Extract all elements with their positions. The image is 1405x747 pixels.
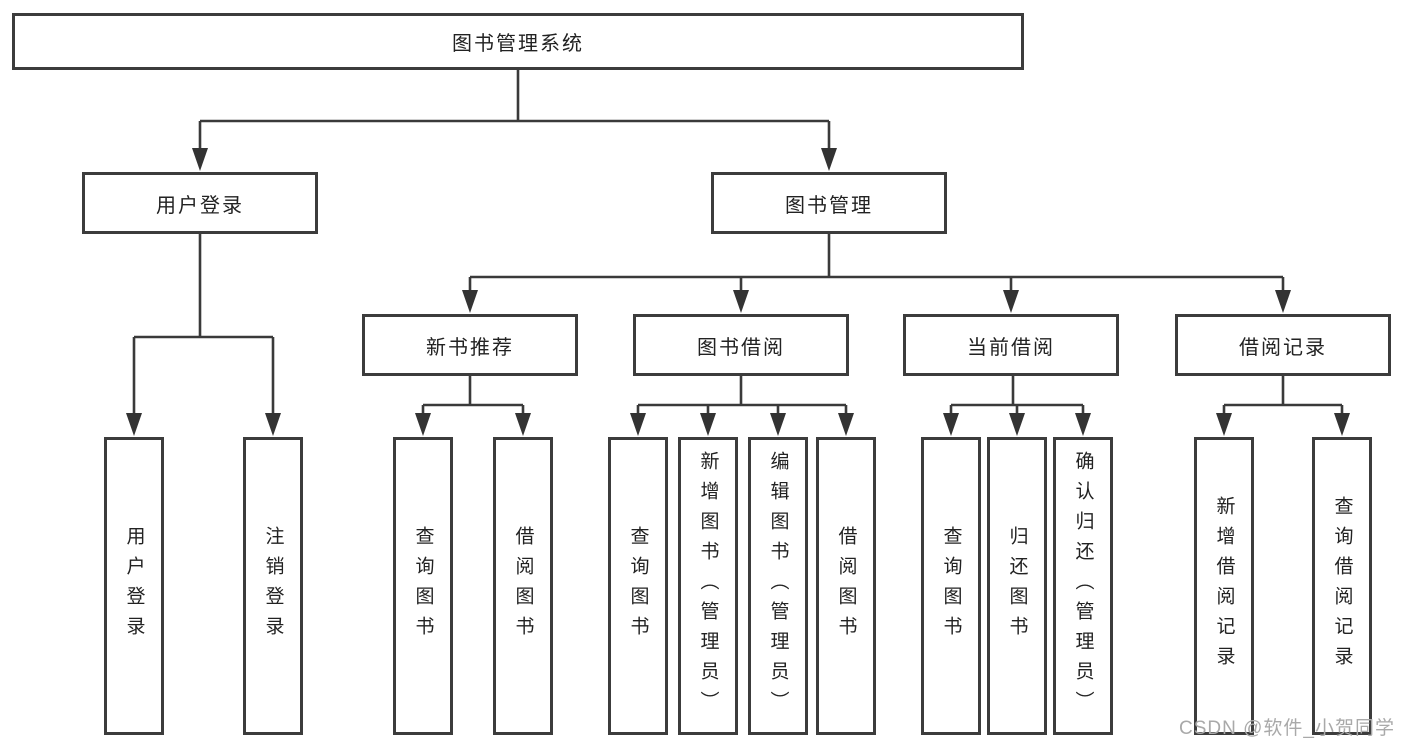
connector-book-management-children bbox=[462, 234, 1291, 313]
node-recommend-query-books: 查询图书 bbox=[393, 437, 453, 735]
node-label: 借阅记录 bbox=[1239, 336, 1327, 359]
node-label: 图书借阅 bbox=[697, 336, 785, 359]
node-borrowing-borrow-books: 借阅图书 bbox=[816, 437, 876, 735]
node-new-book-recommend: 新书推荐 bbox=[362, 314, 578, 376]
node-user-login: 用户登录 bbox=[82, 172, 318, 234]
connector-new-book-recommend-children bbox=[415, 376, 531, 436]
node-recommend-borrow-books: 借阅图书 bbox=[493, 437, 553, 735]
node-label: 查询图书 bbox=[412, 526, 434, 646]
node-current-borrowing: 当前借阅 bbox=[903, 314, 1119, 376]
node-label: 借阅图书 bbox=[835, 526, 857, 646]
node-label: 图书管理 bbox=[785, 194, 873, 217]
node-label: 归还图书 bbox=[1006, 526, 1028, 646]
node-borrowing-edit-books-admin: 编辑图书（管理员） bbox=[748, 437, 808, 735]
node-book-management: 图书管理 bbox=[711, 172, 947, 234]
node-records-add-record: 新增借阅记录 bbox=[1194, 437, 1254, 735]
node-label: 图书管理系统 bbox=[452, 33, 584, 55]
node-label: 用户登录 bbox=[123, 526, 145, 646]
node-records-query-record: 查询借阅记录 bbox=[1312, 437, 1372, 735]
node-label: 用户登录 bbox=[156, 194, 244, 217]
node-label: 当前借阅 bbox=[967, 336, 1055, 359]
node-label: 新书推荐 bbox=[426, 336, 514, 359]
node-label: 查询图书 bbox=[627, 526, 649, 646]
node-label: 新增图书（管理员） bbox=[697, 451, 719, 721]
node-current-return-books: 归还图书 bbox=[987, 437, 1047, 735]
node-current-query-books: 查询图书 bbox=[921, 437, 981, 735]
node-user-login-action: 用户登录 bbox=[104, 437, 164, 735]
node-book-borrowing: 图书借阅 bbox=[633, 314, 849, 376]
node-label: 编辑图书（管理员） bbox=[767, 451, 789, 721]
node-borrowing-add-books-admin: 新增图书（管理员） bbox=[678, 437, 738, 735]
node-borrowing-query-books: 查询图书 bbox=[608, 437, 668, 735]
node-label: 新增借阅记录 bbox=[1213, 496, 1235, 676]
connector-book-borrowing-children bbox=[630, 376, 854, 436]
node-borrowing-records: 借阅记录 bbox=[1175, 314, 1391, 376]
connector-user-login-children bbox=[126, 234, 281, 436]
node-label: 查询图书 bbox=[940, 526, 962, 646]
node-label: 注销登录 bbox=[262, 526, 284, 646]
node-label: 查询借阅记录 bbox=[1331, 496, 1353, 676]
connector-borrowing-records-children bbox=[1216, 376, 1350, 436]
connector-current-borrowing-children bbox=[943, 376, 1091, 436]
node-current-confirm-return-admin: 确认归还（管理员） bbox=[1053, 437, 1113, 735]
node-label: 确认归还（管理员） bbox=[1072, 451, 1094, 721]
csdn-watermark: CSDN @软件_小贺同学 bbox=[1179, 718, 1395, 739]
node-label: 借阅图书 bbox=[512, 526, 534, 646]
node-book-management-system: 图书管理系统 bbox=[12, 13, 1024, 70]
node-logout-action: 注销登录 bbox=[243, 437, 303, 735]
connector-root-to-level2 bbox=[192, 70, 837, 171]
